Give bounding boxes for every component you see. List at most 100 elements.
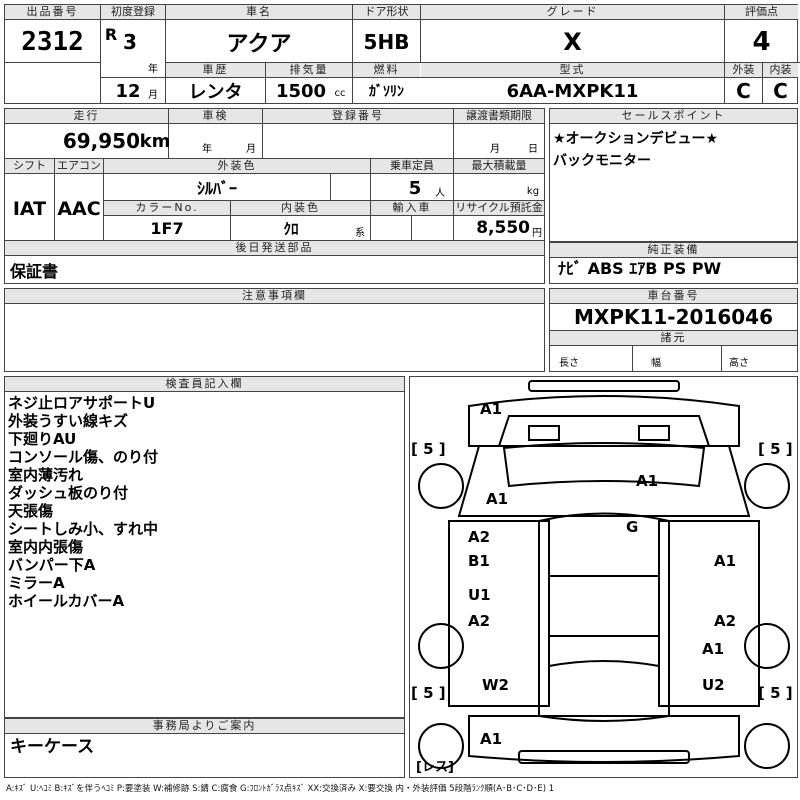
inspection-label: 車検	[169, 109, 262, 124]
score-label: 評価点	[725, 5, 798, 20]
inspector-line: シートしみ小、すれ中	[8, 520, 159, 538]
damage-right-quarter: A1	[702, 640, 725, 658]
reg-no-label: 登録番号	[263, 109, 453, 124]
capacity: 5	[408, 177, 422, 199]
equipment-value: ﾅﾋﾞ ABS ｴｱB PS PW	[558, 259, 722, 278]
damage-windshield: G	[626, 518, 639, 536]
inspector-line: バンパー下A	[8, 556, 96, 574]
mileage-unit: km	[139, 130, 171, 152]
max-load-label: 最大積載量	[454, 159, 544, 174]
month-unit: 月	[148, 89, 158, 101]
door-label: ドア形状	[353, 5, 420, 20]
interior-label: 内装	[763, 63, 798, 78]
inspector-line: 室内薄汚れ	[8, 466, 84, 484]
door-type: 5HB	[363, 30, 410, 54]
inspector-line: ミラーA	[8, 574, 65, 592]
damage-left-rear-wheel: W2	[482, 676, 509, 694]
insp-year-unit: 年	[202, 143, 212, 155]
inspector-line: ホイールカバーA	[8, 592, 125, 610]
int-color-label: 内装色	[231, 201, 370, 216]
displacement-unit: cc	[334, 87, 346, 99]
damage-left-front-door-a: A2	[468, 528, 491, 546]
shift-label: シフト	[5, 159, 54, 174]
insp-month-unit: 月	[246, 143, 256, 155]
ext-color-label: 外装色	[104, 159, 370, 174]
damage-left-fender: A1	[486, 490, 509, 508]
int-color: ｸﾛ	[283, 219, 299, 238]
year-unit: 年	[148, 63, 158, 75]
sales-point-line-1: ★オークションデビュー★	[553, 131, 719, 147]
model: 6AA-MXPK11	[506, 80, 639, 102]
import-label: 輸入車	[371, 201, 453, 216]
sales-point-panel	[549, 108, 798, 242]
mileage-label: 走行	[5, 109, 168, 124]
legend: A:ｷｽﾞ U:ﾍｺﾐ B:ｷｽﾞを伴うﾍｺﾐ P:要塗装 W:補修跡 S:錆 …	[6, 784, 555, 794]
history: レンタ	[188, 82, 243, 103]
inspector-line: コンソール傷、のり付	[8, 448, 159, 466]
color-no: 1F7	[150, 218, 184, 238]
spec-length: 長さ	[559, 357, 579, 369]
lot-no-label: 出品番号	[5, 5, 100, 20]
color-no-label: カラーNo.	[104, 201, 230, 216]
reg-year: 3	[123, 30, 137, 54]
first-reg-label: 初度登録	[101, 5, 165, 20]
transfer-day-unit: 日	[528, 143, 538, 155]
score: 4	[752, 27, 771, 57]
inspector-line: ネジ止ロアサポートU	[8, 394, 156, 412]
exterior-score: C	[736, 79, 751, 103]
header-panel	[4, 4, 798, 104]
spec-height: 高さ	[729, 357, 749, 369]
displacement: 1500	[275, 80, 327, 102]
displacement-label: 排気量	[266, 63, 352, 78]
mileage: 69,950	[62, 129, 140, 153]
era-mark: R	[104, 24, 118, 44]
damage-left-rear-door-u: U1	[468, 586, 491, 604]
reg-month: 12	[115, 80, 141, 102]
inspector-line: ダッシュ板のり付	[8, 484, 129, 502]
damage-front-bumper: A1	[480, 400, 503, 418]
ext-color: ｼﾙﾊﾞｰ	[196, 179, 237, 198]
chassis-label: 車台番号	[550, 289, 797, 304]
fuel: ｶﾞｿﾘﾝ	[369, 84, 404, 100]
inspector-panel	[4, 376, 405, 718]
ac: AAC	[57, 198, 101, 220]
damage-left-rear-door-a: A2	[468, 612, 491, 630]
inspector-line: 天張傷	[8, 502, 54, 520]
inspector-line: 外装うすい線キズ	[8, 412, 129, 430]
recycle-label: リサイクル預託金	[454, 201, 544, 216]
sales-point-line-2: バックモニター	[553, 153, 651, 169]
ac-label: エアコン	[55, 159, 103, 174]
history-label: 車歴	[166, 63, 265, 78]
damage-bonnet: A1	[636, 472, 659, 490]
later-parts-label: 後日発送部品	[5, 241, 544, 256]
grade-label: グレード	[421, 5, 724, 20]
later-parts: 保証書	[10, 262, 59, 281]
int-color-unit: 系	[355, 227, 365, 239]
office-value: キーケース	[10, 737, 95, 757]
tire-rear-left: [ 5 ]	[411, 684, 446, 702]
damage-right-front-door: A1	[714, 552, 737, 570]
shift: IAT	[12, 198, 47, 220]
chassis-number: MXPK11-2016046	[573, 305, 774, 329]
notes-label: 注意事項欄	[5, 289, 544, 304]
lot-number: 2312	[21, 27, 84, 57]
transfer-label: 譲渡書類期限	[454, 109, 544, 124]
inspector-label: 検査員記入欄	[5, 377, 404, 392]
spare-tire: [レス]	[416, 760, 454, 775]
model-label: 型式	[421, 63, 724, 78]
damage-right-rear-wheel: U2	[702, 676, 725, 694]
inspector-line: 下廻りAU	[8, 430, 77, 448]
max-load-unit: kg	[526, 185, 540, 197]
damage-rear-bumper: A1	[480, 730, 503, 748]
tire-rear-right: [ 5 ]	[758, 684, 793, 702]
inspector-line: 室内内張傷	[8, 538, 84, 556]
exterior-label: 外装	[725, 63, 762, 78]
interior-score: C	[773, 79, 788, 103]
grade: X	[563, 28, 582, 56]
equipment-label: 純正装備	[550, 243, 797, 258]
car-diagram	[418, 380, 790, 769]
capacity-label: 乗車定員	[371, 159, 453, 174]
spec-label: 諸元	[550, 331, 797, 346]
office-label: 事務局よりご案内	[5, 719, 404, 734]
spec-width: 幅	[651, 357, 661, 369]
